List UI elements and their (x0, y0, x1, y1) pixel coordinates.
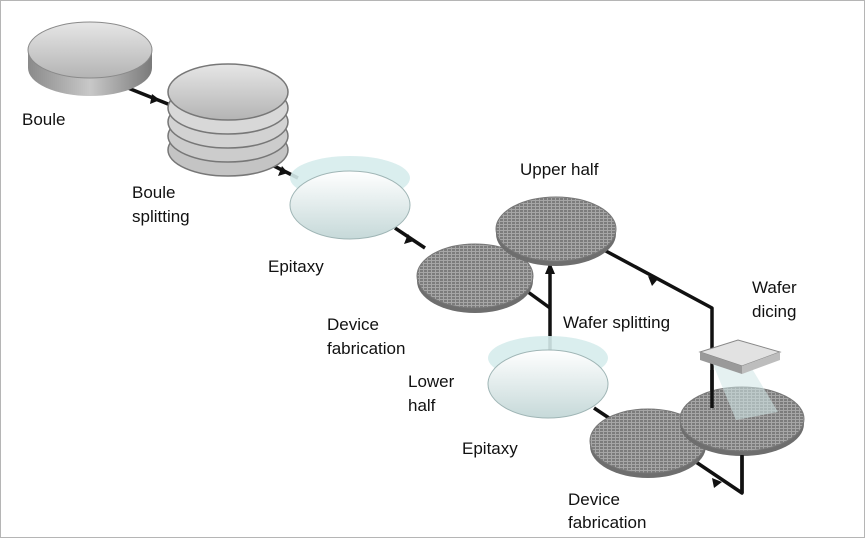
label-device-fabrication-top-line2: fabrication (327, 339, 406, 358)
arrowhead (404, 234, 414, 244)
label-lower-half-line2: half (408, 396, 436, 415)
lower-half-epitaxial-wafer-icon (487, 336, 609, 419)
label-wafer-dicing-line2: dicing (752, 302, 797, 321)
label-epitaxy-top: Epitaxy (268, 257, 324, 276)
flow-line-devicefab-to-split (526, 290, 552, 310)
label-device-fabrication-bottom-line2: fabrication (568, 513, 647, 532)
upper-half-patterned-wafer-icon (495, 196, 617, 266)
label-boule-splitting-line2: splitting (132, 207, 190, 226)
dicing-saw-icon (698, 339, 782, 420)
patterned-wafer-icon (416, 243, 534, 313)
arrowhead (648, 276, 658, 286)
arrowhead (278, 166, 288, 176)
label-device-fabrication-bottom-line1: Device (568, 490, 620, 509)
label-epitaxy-bottom: Epitaxy (462, 439, 518, 458)
label-device-fabrication-top-line1: Device (327, 315, 379, 334)
epitaxial-wafer-icon (289, 156, 411, 240)
label-lower-half-line1: Lower (408, 372, 455, 391)
label-upper-half: Upper half (520, 160, 599, 179)
label-wafer-dicing-line1: Wafer (752, 278, 797, 297)
arrowhead (712, 478, 722, 488)
arrowhead (545, 262, 555, 274)
label-wafer-splitting: Wafer splitting (563, 313, 671, 332)
boule-disk-icon (27, 21, 153, 96)
label-boule: Boule (22, 110, 66, 129)
split-wafer-stack-icon (167, 63, 289, 177)
arrowhead (150, 94, 160, 104)
label-boule-splitting-line1: Boule (132, 183, 176, 202)
